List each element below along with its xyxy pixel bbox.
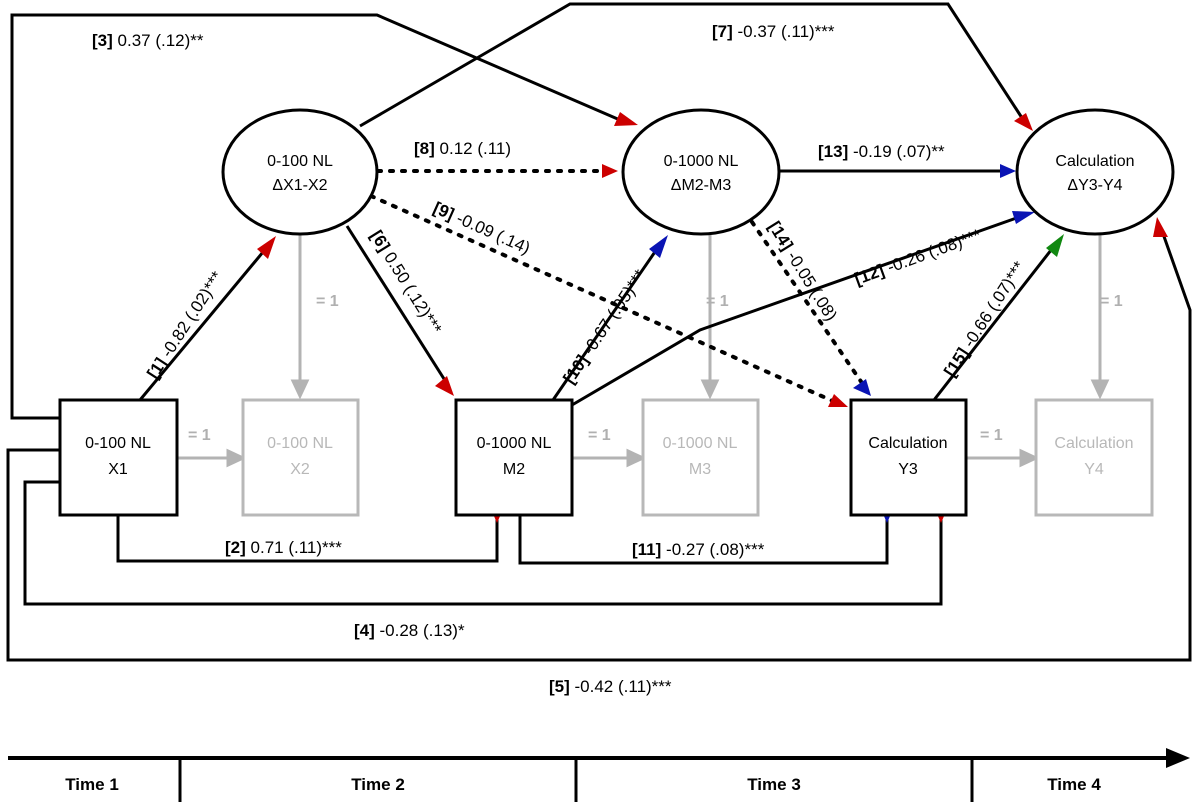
path-label-8: [8] 0.12 (.11) [414,139,511,158]
svg-text:Y3: Y3 [898,461,918,478]
node-dy: Calculation ΔY3-Y4 [1015,108,1175,236]
svg-text:Calculation: Calculation [868,435,947,452]
fixed-label-x: = 1 [316,293,339,310]
path-label-1: [1] -0.82 (.02)*** [143,268,227,382]
svg-text:Calculation: Calculation [1054,435,1133,452]
solid-paths [6,2,1192,662]
fixed-path-labels: = 1 = 1 = 1 = 1 = 1 = 1 [188,293,1123,444]
arrowhead-red [435,376,454,396]
svg-text:0-100 NL: 0-100 NL [267,153,333,170]
path-label-9: [9] -0.09 (.14) [430,198,533,258]
svg-text:ΔM2-M3: ΔM2-M3 [671,177,732,194]
svg-text:0-1000 NL: 0-1000 NL [663,435,738,452]
arrowhead-blue [1000,164,1016,178]
timeline-label-3: Time 3 [747,775,801,794]
timeline-arrow-icon [1166,748,1190,768]
svg-text:0-100 NL: 0-100 NL [85,435,151,452]
arrowhead-red [614,112,638,126]
path-label-2: [2] 0.71 (.11)*** [225,538,342,557]
svg-text:ΔX1-X2: ΔX1-X2 [272,177,327,194]
path-label-7: [7] -0.37 (.11)*** [712,22,835,41]
arrowhead-red [828,394,848,407]
svg-text:M3: M3 [689,461,711,478]
svg-text:X2: X2 [290,461,310,478]
arrowhead-blue [1012,211,1035,224]
node-dx: 0-100 NL ΔX1-X2 [221,108,379,236]
node-x1: 0-100 NL X1 [58,398,179,517]
svg-text:0-100 NL: 0-100 NL [267,435,333,452]
node-m2: 0-1000 NL M2 [454,398,574,517]
dotted-paths [369,169,864,404]
arrowhead-red [1014,113,1033,131]
node-x2: 0-100 NL X2 [241,398,360,517]
arrowhead-red [602,164,618,178]
svg-text:M2: M2 [503,461,525,478]
node-y3: Calculation Y3 [849,398,968,517]
fixed-label-y: = 1 [1100,293,1123,310]
node-dm: 0-1000 NL ΔM2-M3 [621,108,781,236]
path-label-11: [11] -0.27 (.08)*** [632,540,765,559]
arrowhead-green [1046,234,1064,257]
path-label-10: [10] -0.67 (.05)*** [560,266,650,387]
timeline-label-4: Time 4 [1047,775,1101,794]
node-y4: Calculation Y4 [1034,398,1154,517]
path-label-5: [5] -0.42 (.11)*** [549,677,672,696]
fixed-label-x1x2: = 1 [188,427,211,444]
path-label-12: [12] -0.26 (.08)*** [852,225,984,289]
arrowheads [257,112,1168,523]
path-label-15: [15] -0.66 (.07)*** [940,258,1029,380]
node-m3: 0-1000 NL M3 [641,398,760,517]
fixed-label-m: = 1 [706,293,729,310]
arrowhead-blue [853,379,871,396]
fixed-paths [178,212,1110,468]
fixed-label-y3y4: = 1 [980,427,1003,444]
svg-text:0-1000 NL: 0-1000 NL [664,153,739,170]
arrowhead-blue [649,235,668,258]
timeline-label-1: Time 1 [65,775,119,794]
path-label-3: [3] 0.37 (.12)** [92,31,204,50]
svg-text:Y4: Y4 [1084,461,1104,478]
timeline-label-2: Time 2 [351,775,405,794]
path-labels: [1] -0.82 (.02)*** [2] 0.71 (.11)*** [3]… [92,22,1029,696]
path-label-14: [14] -0.05 (.08) [765,218,841,324]
path-label-13: [13] -0.19 (.07)** [818,142,945,161]
path-label-4: [4] -0.28 (.13)* [354,621,465,640]
svg-text:ΔY3-Y4: ΔY3-Y4 [1067,177,1122,194]
svg-text:Calculation: Calculation [1055,153,1134,170]
timeline: Time 1 Time 2 Time 3 Time 4 [8,748,1190,802]
arrowhead-red [1153,217,1168,237]
arrowhead-red [257,236,276,259]
svg-text:0-1000 NL: 0-1000 NL [477,435,552,452]
svg-text:X1: X1 [108,461,128,478]
fixed-label-m2m3: = 1 [588,427,611,444]
